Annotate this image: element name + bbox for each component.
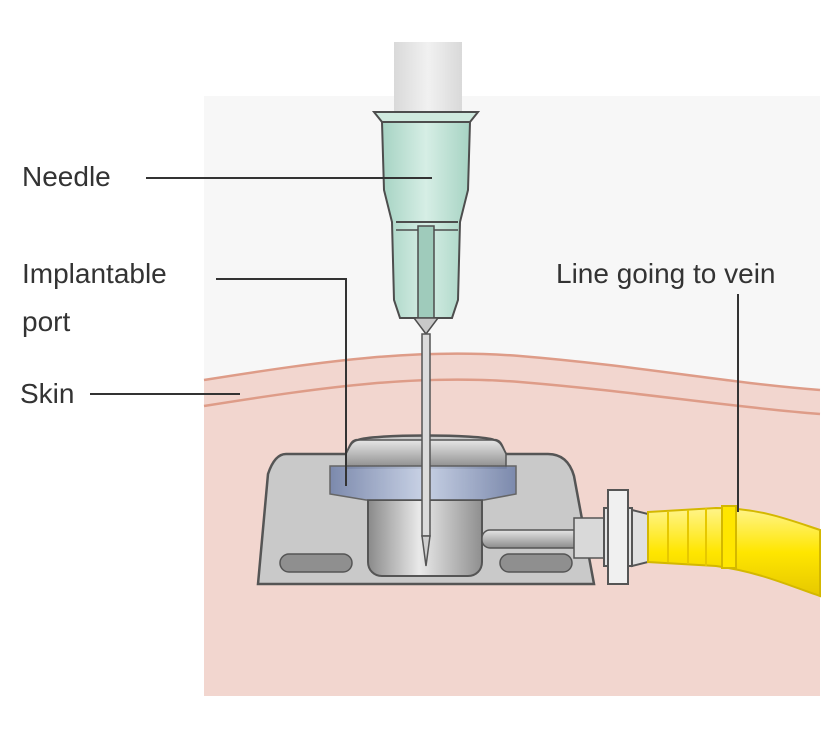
skin-tissue <box>204 96 820 696</box>
skin-surface-line <box>203 352 821 392</box>
line-going-to-vein-label: Line going to vein <box>556 258 776 289</box>
port-leader-line <box>216 278 347 486</box>
needle-label: Needle <box>22 161 111 192</box>
skin-lower-line <box>203 378 821 416</box>
vein-catheter-tube <box>647 505 821 598</box>
syringe-barrel <box>394 42 462 112</box>
port-outlet-stem <box>481 517 605 559</box>
skin-label: Skin <box>20 378 75 409</box>
implantable-port-label-line-2: port <box>22 306 71 337</box>
needle-hub <box>371 111 481 336</box>
needle-shaft <box>421 333 431 567</box>
implantable-port-label-line-1: Implantable <box>22 258 167 289</box>
implantable-port-label: Implantable port <box>22 250 167 346</box>
catheter-connector <box>603 489 649 585</box>
